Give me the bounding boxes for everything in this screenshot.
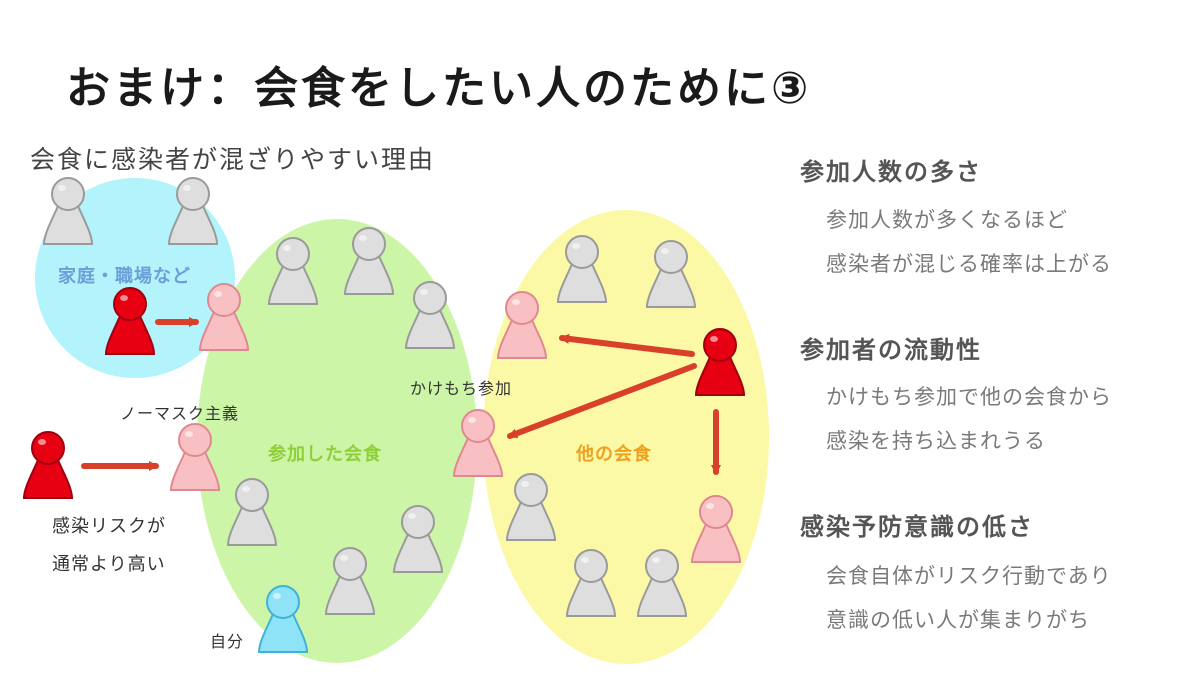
normal-person-figure [267, 237, 319, 305]
kakemochi-arrow-lower [507, 363, 697, 439]
reason-1-body: 参加人数が多くなるほど 感染者が混じる確率は上がる [826, 198, 1112, 286]
exposed-person-figure [496, 291, 548, 359]
infected-person-figure [104, 287, 156, 355]
page-title: おまけ：会食をしたい人のために③ [66, 63, 812, 114]
attended-dinner-label: 参加した会食 [268, 444, 382, 465]
reason-1-heading: 参加人数の多さ [800, 158, 982, 186]
exposed-person-figure [452, 409, 504, 477]
reason-2-heading: 参加者の流動性 [800, 336, 982, 364]
reason-3-line-1: 会食自体がリスク行動であり [826, 564, 1112, 588]
other-dinner-label: 他の会食 [576, 444, 652, 465]
reason-3-heading: 感染予防意識の低さ [800, 513, 1034, 541]
exposed-person-figure [169, 423, 221, 491]
infected-person-figure [694, 328, 746, 396]
self-figure [257, 585, 309, 653]
reason-1-line-2: 感染者が混じる確率は上がる [826, 252, 1112, 276]
high-risk-line-2: 通常より高い [52, 554, 166, 575]
kakemochi-label: かけもち参加 [410, 379, 513, 398]
normal-person-figure [404, 281, 456, 349]
normal-person-figure [556, 235, 608, 303]
normal-person-figure [226, 478, 278, 546]
normal-person-figure [167, 177, 219, 245]
reason-3-body: 会食自体がリスク行動であり 意識の低い人が集まりがち [826, 554, 1112, 642]
normal-person-figure [42, 177, 94, 245]
normal-person-figure [343, 227, 395, 295]
high-risk-label: 感染リスクが 通常より高い [52, 508, 166, 584]
normal-person-figure [645, 240, 697, 308]
reason-2-line-2: 感染を持ち込まれうる [826, 429, 1046, 453]
no-mask-label: ノーマスク主義 [120, 404, 240, 423]
exposed-person-figure [198, 283, 250, 351]
infected-person-figure [22, 431, 74, 499]
high-risk-line-1: 感染リスクが [52, 516, 166, 537]
self-label: 自分 [210, 632, 245, 651]
home-work-label: 家庭・職場など [58, 266, 191, 287]
normal-person-figure [636, 549, 688, 617]
reason-3-line-2: 意識の低い人が集まりがち [826, 608, 1090, 632]
normal-person-figure [505, 473, 557, 541]
normal-person-figure [324, 547, 376, 615]
reason-2-body: かけもち参加で他の会食から 感染を持ち込まれうる [826, 375, 1112, 463]
exposed-person-figure [690, 495, 742, 563]
normal-person-figure [392, 505, 444, 573]
reason-2-line-1: かけもち参加で他の会食から [826, 385, 1112, 409]
reason-1-line-1: 参加人数が多くなるほど [826, 208, 1068, 232]
diagram-subtitle: 会食に感染者が混ざりやすい理由 [30, 145, 436, 174]
normal-person-figure [565, 549, 617, 617]
kakemochi-arrow-upper [559, 333, 695, 357]
other-dinner-region [483, 210, 769, 664]
